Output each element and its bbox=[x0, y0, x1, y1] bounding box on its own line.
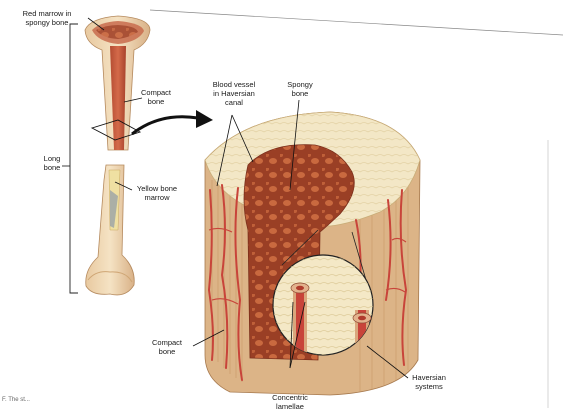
label-long-bone-line2: bone bbox=[38, 163, 66, 172]
label-red-marrow: Red marrow in spongy bone bbox=[12, 9, 82, 27]
label-blood-vessel: Blood vessel in Haversian canal bbox=[203, 80, 265, 107]
label-concentric-lamellae-line1: Concentric bbox=[263, 393, 317, 402]
label-blood-vessel-line3: canal bbox=[203, 98, 265, 107]
enlarged-bone-section bbox=[205, 112, 420, 395]
label-concentric-lamellae-line2: lamellae bbox=[263, 402, 317, 411]
label-haversian-systems: Haversian systems bbox=[406, 373, 452, 391]
label-red-marrow-line2: spongy bone bbox=[12, 18, 82, 27]
label-yellow-marrow-line1: Yellow bone bbox=[132, 184, 182, 193]
label-spongy-bone-line1: Spongy bbox=[283, 80, 317, 89]
label-haversian-systems-line2: systems bbox=[406, 382, 452, 391]
label-long-bone-line1: Long bbox=[38, 154, 66, 163]
label-concentric-lamellae: Concentric lamellae bbox=[263, 393, 317, 411]
label-yellow-marrow-line2: marrow bbox=[132, 193, 182, 202]
label-spongy-bone-line2: bone bbox=[283, 89, 317, 98]
label-blood-vessel-line1: Blood vessel bbox=[203, 80, 265, 89]
label-long-bone: Long bone bbox=[38, 154, 66, 172]
label-red-marrow-line1: Red marrow in bbox=[12, 9, 82, 18]
page-edge-top bbox=[150, 10, 563, 35]
long-bone-bracket bbox=[70, 24, 78, 293]
figure-caption: F. The st... bbox=[2, 396, 30, 405]
pointer-arrow bbox=[196, 110, 213, 128]
label-compact-bone-top-line1: Compact bbox=[136, 88, 176, 97]
label-compact-bone-top: Compact bone bbox=[136, 88, 176, 106]
label-haversian-systems-line1: Haversian bbox=[406, 373, 452, 382]
label-compact-bone-bottom-line1: Compact bbox=[145, 338, 189, 347]
label-compact-bone-bottom-line2: bone bbox=[145, 347, 189, 356]
label-spongy-bone: Spongy bone bbox=[283, 80, 317, 98]
label-compact-bone-top-line2: bone bbox=[136, 97, 176, 106]
label-compact-bone-bottom: Compact bone bbox=[145, 338, 189, 356]
lower-bone-illustration bbox=[86, 165, 135, 295]
label-blood-vessel-line2: in Haversian bbox=[203, 89, 265, 98]
label-yellow-marrow: Yellow bone marrow bbox=[132, 184, 182, 202]
